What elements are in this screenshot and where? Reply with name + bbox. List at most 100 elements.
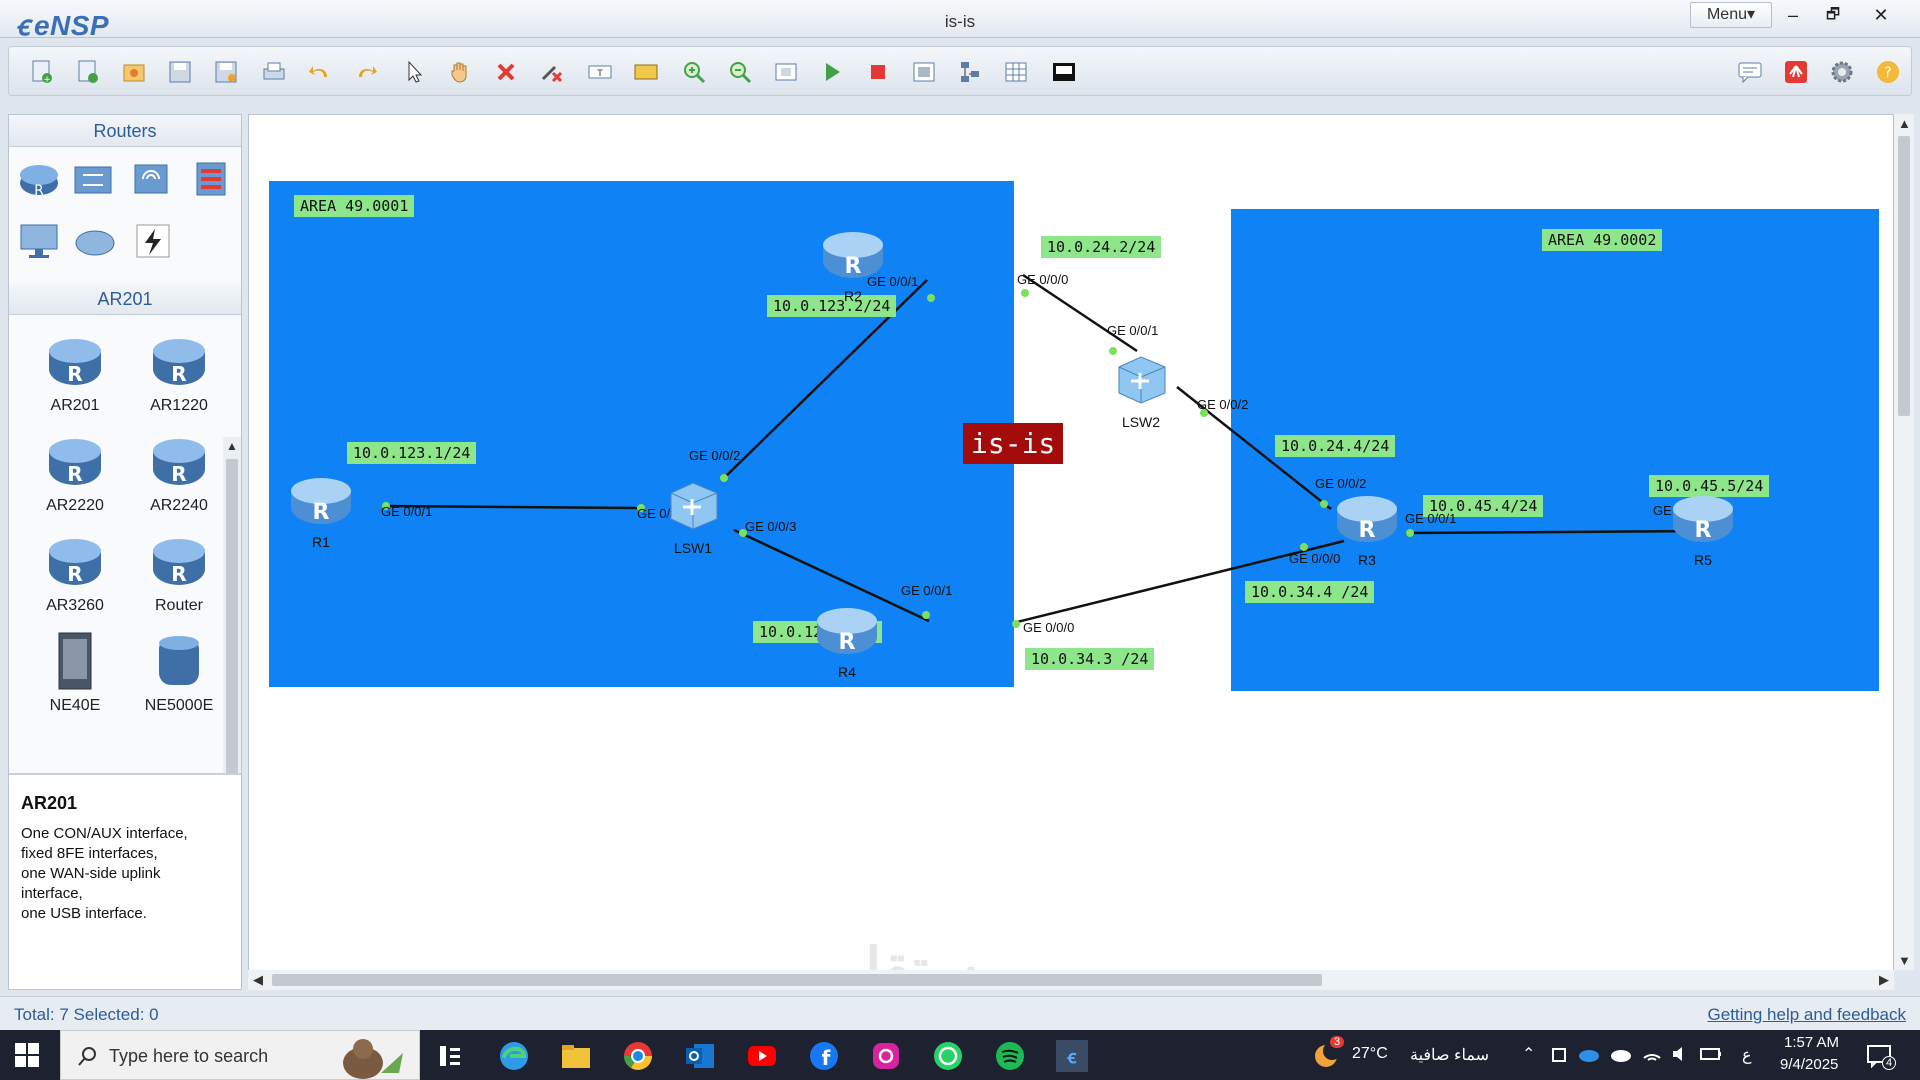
delete-link-icon[interactable] bbox=[537, 57, 567, 87]
instagram-icon[interactable] bbox=[868, 1038, 904, 1074]
topology-title-tag[interactable]: is-is bbox=[963, 423, 1064, 464]
zoom-in-icon[interactable] bbox=[679, 57, 709, 87]
grid-icon[interactable] bbox=[1001, 57, 1031, 87]
notifications-icon[interactable] bbox=[1866, 1042, 1892, 1068]
ip-label[interactable]: 10.0.24.2/24 bbox=[1041, 236, 1162, 258]
youtube-icon[interactable] bbox=[744, 1038, 780, 1074]
new-project-icon[interactable] bbox=[73, 57, 103, 87]
node-lsw1[interactable]: LSW1 bbox=[661, 477, 725, 556]
minimize-button[interactable]: – bbox=[1787, 5, 1798, 25]
onedrive-blue-icon[interactable] bbox=[1578, 1046, 1600, 1062]
scroll-thumb[interactable] bbox=[1898, 136, 1910, 416]
print-icon[interactable] bbox=[259, 57, 289, 87]
start-icon[interactable] bbox=[817, 57, 847, 87]
scroll-right-icon[interactable]: ▶ bbox=[1879, 972, 1889, 987]
help-icon[interactable]: ? bbox=[1873, 57, 1903, 87]
firewall-category-icon[interactable] bbox=[189, 157, 233, 201]
area-label[interactable]: AREA 49.0001 bbox=[294, 195, 415, 217]
edge-icon[interactable] bbox=[496, 1038, 532, 1074]
open-icon[interactable] bbox=[119, 57, 149, 87]
battery-icon[interactable] bbox=[1700, 1046, 1722, 1062]
help-feedback-link[interactable]: Getting help and feedback bbox=[1707, 1005, 1906, 1024]
close-button[interactable]: ✕ bbox=[1873, 5, 1889, 25]
canvas-vertical-scrollbar[interactable]: ▲ ▼ bbox=[1894, 114, 1914, 970]
clock-time[interactable]: 1:57 AM bbox=[1784, 1034, 1840, 1051]
screenshot-icon[interactable] bbox=[1049, 57, 1079, 87]
node-lsw2[interactable]: LSW2 bbox=[1109, 351, 1173, 430]
chrome-icon[interactable] bbox=[620, 1038, 656, 1074]
scroll-left-icon[interactable]: ◀ bbox=[253, 972, 263, 987]
save-icon[interactable] bbox=[165, 57, 195, 87]
input-language[interactable]: ع bbox=[1742, 1047, 1752, 1064]
chat-icon[interactable] bbox=[1735, 57, 1765, 87]
weather-description[interactable]: سماء صافية bbox=[1410, 1047, 1490, 1064]
onedrive-white-icon[interactable] bbox=[1610, 1046, 1632, 1062]
ip-label[interactable]: 10.0.34.4 /24 bbox=[1245, 581, 1375, 603]
undo-icon[interactable] bbox=[305, 57, 335, 87]
file-explorer-icon[interactable] bbox=[558, 1038, 594, 1074]
ip-label[interactable]: 10.0.45.4/24 bbox=[1423, 495, 1544, 517]
huawei-icon[interactable] bbox=[1781, 57, 1811, 87]
taskbar-search[interactable]: Type here to search bbox=[60, 1030, 420, 1080]
canvas-horizontal-scrollbar[interactable]: ◀ ▶ bbox=[248, 970, 1894, 990]
delete-icon[interactable] bbox=[491, 57, 521, 87]
scroll-down-icon[interactable]: ▼ bbox=[1898, 953, 1911, 968]
device-item-ne40e[interactable]: NE40E bbox=[25, 631, 125, 725]
switch-category-icon[interactable] bbox=[71, 157, 115, 201]
ensp-taskbar-icon[interactable]: ꞓ bbox=[1054, 1038, 1090, 1074]
add-shape-icon[interactable] bbox=[631, 57, 661, 87]
fit-screen-icon[interactable] bbox=[771, 57, 801, 87]
scroll-thumb[interactable] bbox=[272, 974, 1322, 986]
facebook-icon[interactable]: f bbox=[806, 1038, 842, 1074]
topology-view-icon[interactable] bbox=[955, 57, 985, 87]
device-list-scrollbar[interactable]: ▲ ▼ bbox=[223, 437, 241, 873]
router-category-icon[interactable]: R bbox=[17, 157, 61, 201]
ip-label[interactable]: 10.0.24.4/24 bbox=[1275, 435, 1396, 457]
outlook-icon[interactable] bbox=[682, 1038, 718, 1074]
scroll-up-icon[interactable]: ▲ bbox=[226, 439, 238, 453]
volume-icon[interactable] bbox=[1670, 1044, 1690, 1064]
windows-start-icon[interactable] bbox=[14, 1042, 40, 1068]
topology-canvas[interactable]: AREA 49.0001 AREA 49.0002 is-is 10.0.123… bbox=[248, 114, 1894, 990]
area-label[interactable]: AREA 49.0002 bbox=[1542, 229, 1663, 251]
power-category-icon[interactable] bbox=[131, 219, 175, 263]
pc-category-icon[interactable] bbox=[17, 219, 61, 263]
weather-temperature[interactable]: 27°C bbox=[1352, 1045, 1388, 1062]
pan-hand-icon[interactable] bbox=[445, 57, 475, 87]
show-hidden-icons-icon[interactable]: ⌃ bbox=[1522, 1046, 1536, 1063]
wlan-category-icon[interactable] bbox=[129, 157, 173, 201]
settings-gear-icon[interactable] bbox=[1827, 57, 1857, 87]
new-topology-icon[interactable]: + bbox=[27, 57, 57, 87]
menu-button[interactable]: Menu▾ bbox=[1690, 2, 1772, 28]
device-item-ne5000e[interactable]: NE5000E bbox=[129, 631, 229, 725]
add-text-icon[interactable]: T bbox=[585, 57, 615, 87]
capture-icon[interactable] bbox=[909, 57, 939, 87]
task-view-icon[interactable] bbox=[432, 1038, 468, 1074]
redo-icon[interactable] bbox=[351, 57, 381, 87]
zoom-out-icon[interactable] bbox=[725, 57, 755, 87]
cloud-category-icon[interactable] bbox=[73, 219, 117, 263]
save-as-icon[interactable] bbox=[211, 57, 241, 87]
ip-label[interactable]: 10.0.34.3 /24 bbox=[1025, 648, 1155, 670]
security-icon[interactable] bbox=[1550, 1046, 1568, 1064]
wifi-icon[interactable] bbox=[1642, 1044, 1662, 1064]
ip-label[interactable]: 10.0.123.1/24 bbox=[347, 442, 477, 464]
spotify-icon[interactable] bbox=[992, 1038, 1028, 1074]
restore-button[interactable]: 🗗 bbox=[1825, 6, 1841, 23]
scroll-thumb[interactable] bbox=[226, 459, 238, 809]
clock-date[interactable]: 9/4/2025 bbox=[1780, 1056, 1839, 1073]
ip-label[interactable]: 10.0.123.2/24 bbox=[767, 295, 897, 317]
whatsapp-icon[interactable] bbox=[930, 1038, 966, 1074]
select-pointer-icon[interactable] bbox=[399, 57, 429, 87]
